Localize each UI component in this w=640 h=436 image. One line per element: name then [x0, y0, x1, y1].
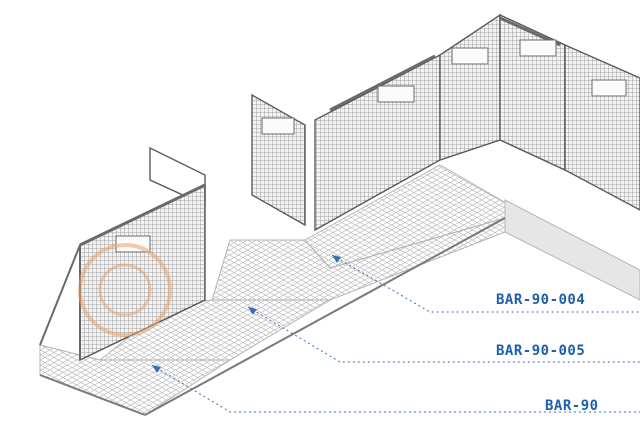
fence-panel-back-2: [439, 13, 501, 161]
arrow-icon: [152, 365, 161, 373]
leader-line-bar-90: [151, 364, 640, 413]
leader-lines: [151, 254, 640, 413]
fence-panel-left: [251, 93, 306, 227]
base-plate-right: [504, 199, 640, 301]
sign-plate: [519, 39, 557, 57]
sign-plate: [377, 85, 415, 103]
sign-plate: [451, 47, 489, 65]
sign-plate: [261, 117, 295, 135]
base-plate-bar-90: [39, 344, 232, 416]
fence-back: [251, 13, 640, 232]
label-bar-90-005: BAR-90-005: [496, 343, 586, 359]
leader-arrowheads: [152, 255, 341, 373]
base-plates: [39, 164, 640, 416]
fence-panel-right-2: [564, 43, 640, 211]
watermark-logo: [78, 243, 172, 337]
label-bar-90-004: BAR-90-004: [496, 292, 586, 308]
fence-panel-right-1: [499, 13, 566, 172]
arrow-icon: [248, 307, 257, 315]
arrow-icon: [332, 255, 341, 263]
leader-line-bar-90-005: [247, 306, 640, 363]
sign-plate: [591, 79, 627, 97]
label-bar-90: BAR-90: [545, 398, 599, 414]
